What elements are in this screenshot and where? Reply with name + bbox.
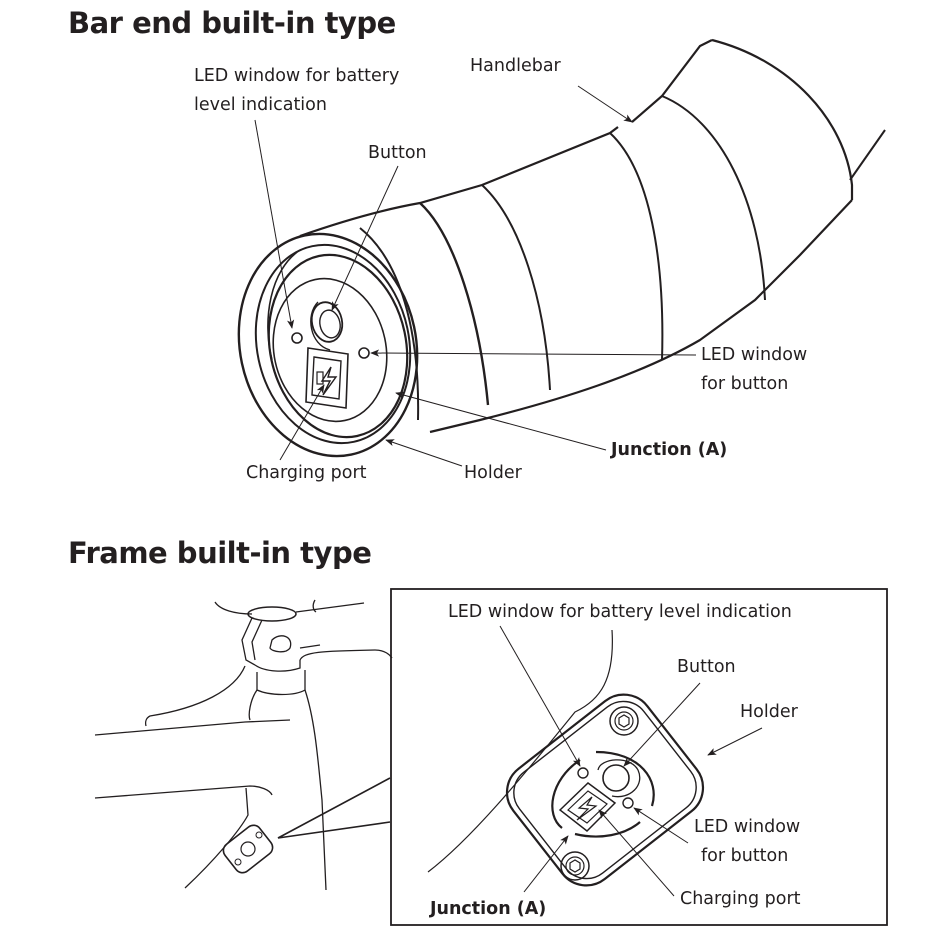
inset-holder: [505, 693, 705, 887]
label-led-battery: LED window for battery level indication: [194, 62, 399, 120]
hex-socket-screw-icon: [609, 706, 639, 736]
inset-label-button: Button: [677, 657, 736, 677]
label-led-button: LED window for button: [701, 341, 807, 399]
label-led-battery-line2: level indication: [194, 95, 327, 115]
inset-label-led-button: LED window for button: [694, 813, 800, 871]
bar-end-leaders: [254, 85, 697, 467]
handlebar-drawing: [299, 38, 886, 434]
label-holder: Holder: [464, 463, 522, 483]
label-led-button-line1: LED window: [701, 345, 808, 365]
label-led-button-line2: for button: [701, 374, 789, 394]
label-button: Button: [368, 143, 427, 163]
inset-leaders: [499, 625, 763, 897]
label-handlebar: Handlebar: [470, 56, 561, 76]
section-title-bar-end: Bar end built-in type: [68, 6, 396, 40]
label-charging-port: Charging port: [246, 463, 367, 483]
frame-drawing: [94, 599, 393, 891]
inset-label-charging-port: Charging port: [680, 889, 801, 909]
inset-frame: [390, 588, 888, 926]
inset-label-led-battery: LED window for battery level indication: [448, 602, 792, 622]
lightning-bolt-icon: [316, 366, 338, 396]
frame-holder-small: [222, 824, 274, 874]
inset-label-junction: Junction (A): [430, 899, 547, 919]
inset-label-led-button-line2: for button: [701, 846, 789, 866]
label-junction: Junction (A): [611, 440, 728, 460]
inset-label-led-button-line1: LED window: [694, 817, 801, 837]
section-title-frame: Frame built-in type: [68, 536, 372, 570]
inset-label-holder: Holder: [740, 702, 798, 722]
label-led-battery-line1: LED window for battery: [194, 66, 400, 86]
hex-socket-screw-icon: [560, 851, 590, 881]
inset-frame-tube: [427, 629, 613, 873]
lightning-bolt-icon: [576, 796, 598, 821]
bar-end-unit: [237, 232, 419, 458]
